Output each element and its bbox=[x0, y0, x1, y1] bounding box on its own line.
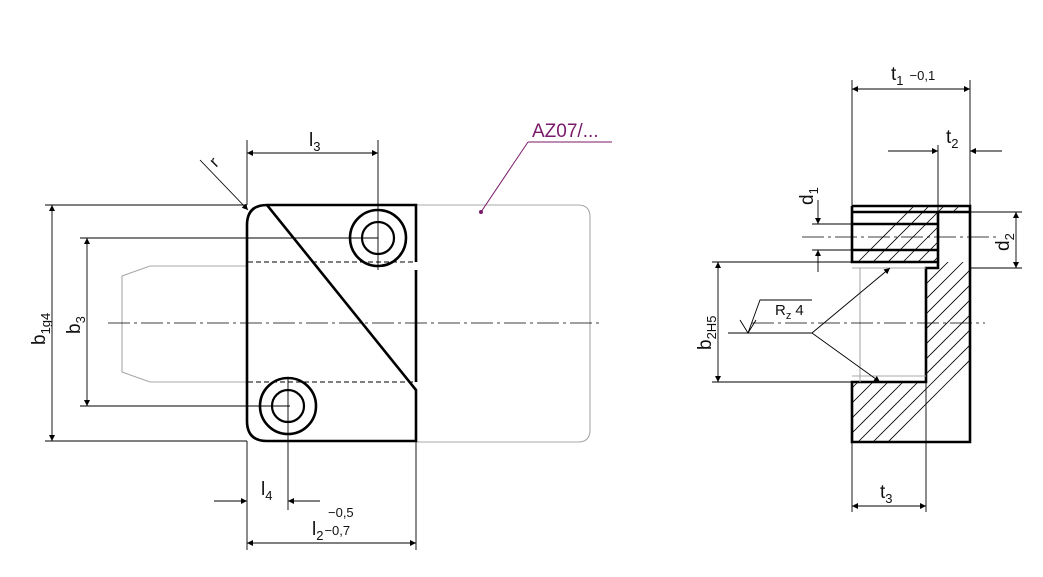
label-b1: b1g4 bbox=[29, 313, 53, 345]
mating-part-outline bbox=[121, 204, 591, 443]
front-view: r l3 b1g4 b3 l4 −0,5 l2−0,7 AZ07/... bbox=[29, 121, 612, 550]
label-l4: l4 bbox=[261, 479, 272, 503]
slot-ghost bbox=[852, 267, 926, 382]
section-outline bbox=[850, 204, 972, 444]
label-d1: d1 bbox=[797, 187, 821, 205]
hatch-body bbox=[852, 262, 970, 442]
hatch-top bbox=[852, 206, 970, 262]
label-l2-tol-upper: −0,5 bbox=[328, 505, 354, 520]
radius-leader bbox=[199, 159, 249, 211]
label-t1: t1−0,1 bbox=[891, 64, 935, 88]
label-d2: d2 bbox=[993, 233, 1017, 251]
label-t2: t2 bbox=[946, 127, 959, 151]
counterbore-hole-top bbox=[348, 208, 408, 268]
label-b2: b2H5 bbox=[695, 316, 719, 350]
label-l3: l3 bbox=[309, 130, 320, 154]
label-t3: t3 bbox=[880, 482, 893, 506]
part-outline bbox=[245, 203, 418, 443]
part-callout: AZ07/... bbox=[479, 121, 612, 214]
label-b3: b3 bbox=[64, 316, 88, 334]
counterbore-hole-bottom bbox=[258, 376, 318, 436]
label-l2: l2−0,7 bbox=[312, 519, 350, 543]
callout-label: AZ07/... bbox=[532, 121, 599, 142]
